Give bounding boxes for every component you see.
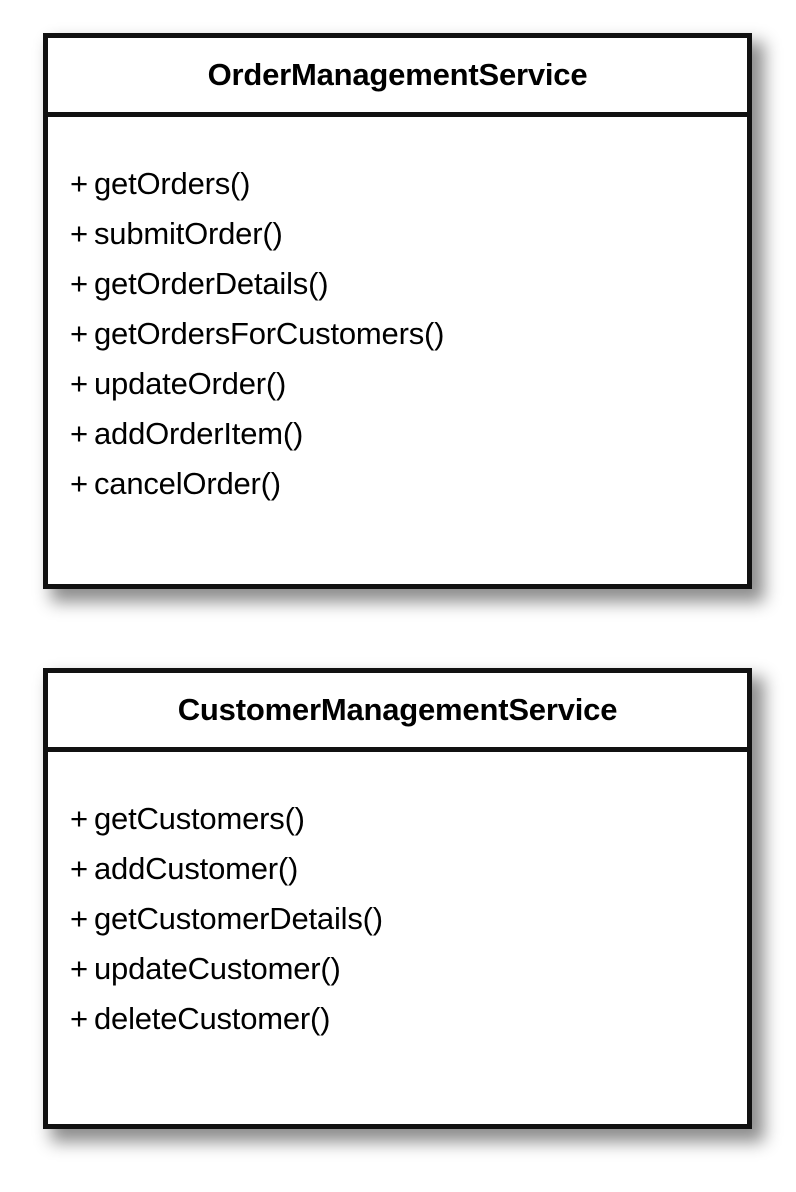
- method-signature: getOrders(): [94, 166, 251, 201]
- method-row: +getOrdersForCustomers(): [70, 309, 747, 359]
- class-name: OrderManagementService: [207, 57, 588, 92]
- visibility-marker: +: [70, 851, 88, 886]
- method-signature: updateOrder(): [94, 366, 287, 401]
- method-signature: deleteCustomer(): [94, 1001, 331, 1036]
- method-signature: addCustomer(): [94, 851, 299, 886]
- uml-class-order-management-service[interactable]: OrderManagementService +getOrders() +sub…: [43, 33, 752, 589]
- visibility-marker: +: [70, 466, 88, 501]
- class-name-compartment: CustomerManagementService: [48, 673, 747, 752]
- method-row: +getOrders(): [70, 159, 747, 209]
- method-signature: submitOrder(): [94, 216, 283, 251]
- method-signature: getOrderDetails(): [94, 266, 329, 301]
- class-name-compartment: OrderManagementService: [48, 38, 747, 117]
- class-methods-compartment: +getOrders() +submitOrder() +getOrderDet…: [48, 117, 747, 509]
- visibility-marker: +: [70, 266, 88, 301]
- method-row: +getCustomerDetails(): [70, 894, 747, 944]
- visibility-marker: +: [70, 166, 88, 201]
- method-row: +cancelOrder(): [70, 459, 747, 509]
- method-signature: getCustomerDetails(): [94, 901, 383, 936]
- method-row: +getOrderDetails(): [70, 259, 747, 309]
- visibility-marker: +: [70, 901, 88, 936]
- visibility-marker: +: [70, 216, 88, 251]
- method-row: +updateOrder(): [70, 359, 747, 409]
- method-signature: getCustomers(): [94, 801, 305, 836]
- method-signature: getOrdersForCustomers(): [94, 316, 445, 351]
- visibility-marker: +: [70, 416, 88, 451]
- visibility-marker: +: [70, 316, 88, 351]
- class-methods-compartment: +getCustomers() +addCustomer() +getCusto…: [48, 752, 747, 1044]
- method-signature: cancelOrder(): [94, 466, 281, 501]
- uml-class-customer-management-service[interactable]: CustomerManagementService +getCustomers(…: [43, 668, 752, 1129]
- method-row: +getCustomers(): [70, 794, 747, 844]
- method-row: +addOrderItem(): [70, 409, 747, 459]
- visibility-marker: +: [70, 801, 88, 836]
- visibility-marker: +: [70, 1001, 88, 1036]
- method-row: +submitOrder(): [70, 209, 747, 259]
- class-name: CustomerManagementService: [177, 692, 618, 727]
- method-row: +addCustomer(): [70, 844, 747, 894]
- method-signature: updateCustomer(): [94, 951, 341, 986]
- method-signature: addOrderItem(): [94, 416, 304, 451]
- method-row: +updateCustomer(): [70, 944, 747, 994]
- visibility-marker: +: [70, 951, 88, 986]
- method-row: +deleteCustomer(): [70, 994, 747, 1044]
- visibility-marker: +: [70, 366, 88, 401]
